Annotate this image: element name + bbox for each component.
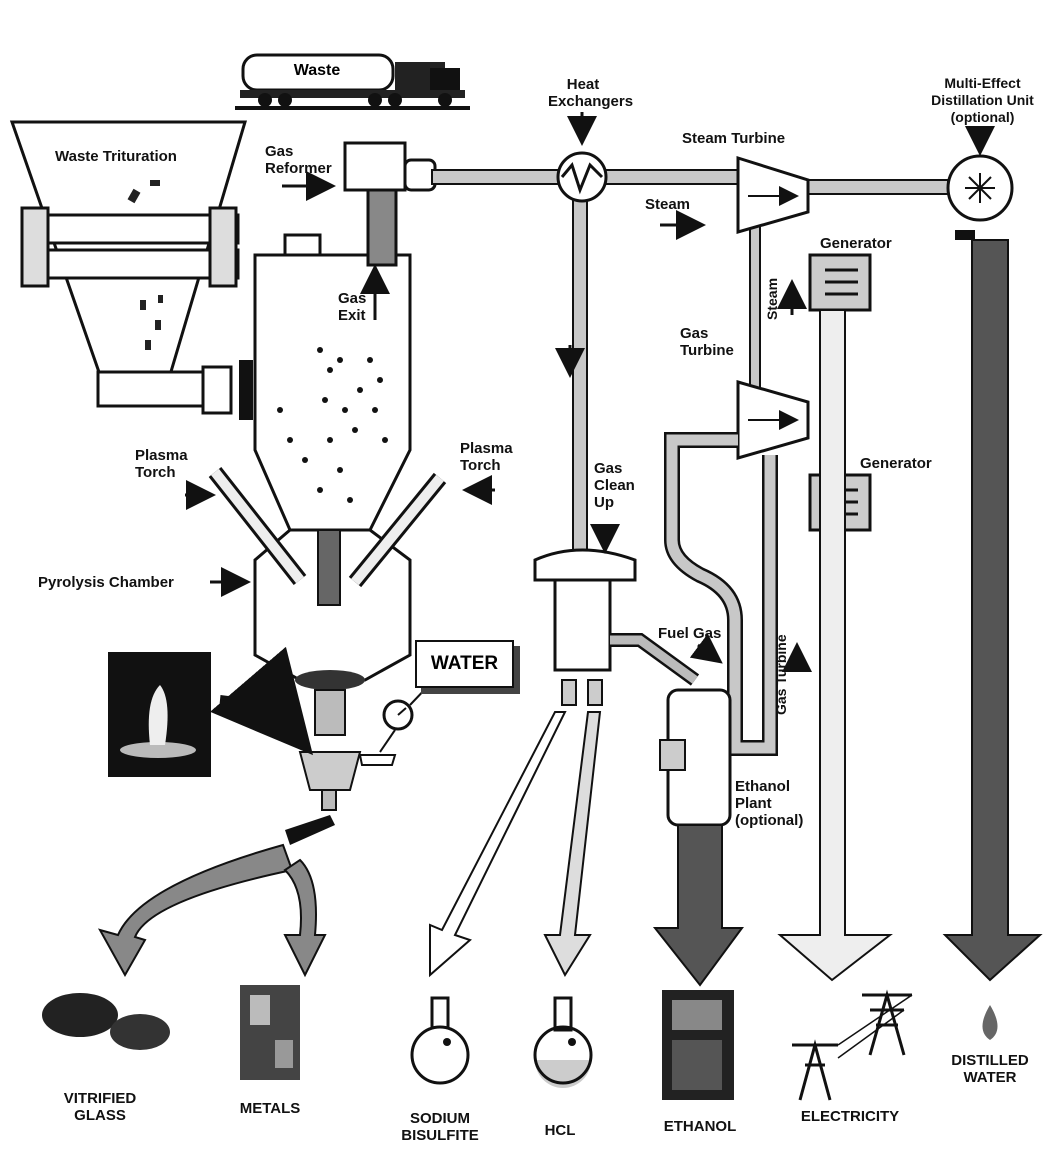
fuel-gas-label: Fuel Gas bbox=[658, 625, 721, 642]
sodium-bisulfite-label: SODIUM BISULFITE bbox=[385, 1110, 495, 1144]
power-tower-icon bbox=[792, 995, 912, 1100]
ethanol-plant-label: Ethanol Plant (optional) bbox=[735, 778, 803, 829]
ethanol-plant bbox=[660, 690, 730, 825]
metals-label: METALS bbox=[225, 1100, 315, 1117]
gas-reformer-label: Gas Reformer bbox=[265, 143, 332, 177]
distillation-unit-icon bbox=[948, 156, 1012, 240]
generator-top-label: Generator bbox=[820, 235, 892, 252]
gas-turbine-label: Gas Turbine bbox=[680, 325, 734, 359]
multi-effect-label: Multi-Effect Distillation Unit (optional… bbox=[920, 75, 1045, 126]
molten-glass-photo bbox=[108, 652, 211, 777]
distilled-water-label: DISTILLED WATER bbox=[940, 1052, 1040, 1086]
gas-clean-up-label: Gas Clean Up bbox=[594, 460, 635, 511]
heat-exchanger-icon bbox=[558, 153, 606, 201]
gas-exit-label: Gas Exit bbox=[338, 290, 366, 324]
plasma-torch-left-label: Plasma Torch bbox=[135, 447, 188, 481]
truck-label: Waste bbox=[262, 62, 372, 80]
hcl-flask-icon bbox=[535, 998, 591, 1088]
sodium-bisulfite-flask-icon bbox=[412, 998, 468, 1083]
heat-exchangers-label: Heat Exchangers bbox=[548, 76, 618, 110]
gas-reformer bbox=[345, 143, 435, 190]
generator-bottom-label: Generator bbox=[860, 455, 932, 472]
fuel-pump-icon bbox=[662, 990, 734, 1100]
water-box: WATER bbox=[415, 640, 514, 688]
water-drop-icon bbox=[983, 1005, 998, 1040]
waste-trituration-label: Waste Trituration bbox=[55, 148, 177, 165]
electricity-label: ELECTRICITY bbox=[790, 1108, 910, 1125]
plasma-torch-right-label: Plasma Torch bbox=[460, 440, 513, 474]
steam-vertical-label: Steam bbox=[764, 278, 780, 320]
water-gauge bbox=[360, 684, 430, 765]
gas-turbine-vertical-label: Gas Turbine bbox=[773, 634, 789, 715]
steam-turbine-label: Steam Turbine bbox=[682, 130, 785, 147]
vitrified-glass-label: VITRIFIED GLASS bbox=[45, 1090, 155, 1124]
metals-icon bbox=[240, 985, 300, 1080]
vitrified-glass-icon bbox=[42, 993, 170, 1050]
ethanol-label: ETHANOL bbox=[650, 1118, 750, 1135]
pyrolysis-chamber-label: Pyrolysis Chamber bbox=[38, 574, 174, 591]
steam-turbine bbox=[738, 158, 808, 232]
photo-arrow bbox=[220, 700, 300, 740]
gasifier-vessel bbox=[255, 190, 410, 845]
gas-turbine bbox=[738, 382, 808, 458]
steam-label: Steam bbox=[645, 196, 690, 213]
hcl-label: HCL bbox=[530, 1122, 590, 1139]
waste-trituration-hopper bbox=[12, 122, 253, 420]
